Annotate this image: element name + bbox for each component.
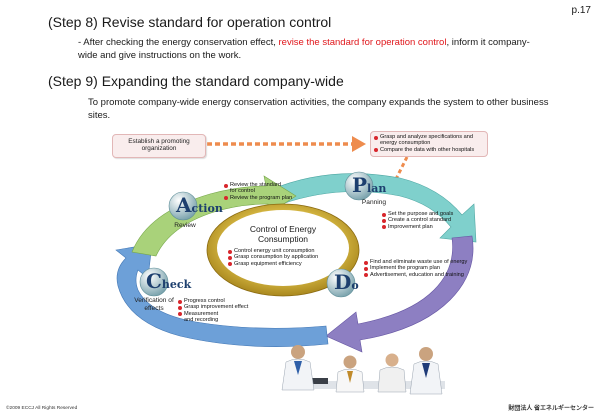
copyright-text: ©2009 ECCJ All Rights Reserved — [6, 406, 78, 411]
analysis-item: Grasp and analyze specifications and ene… — [374, 134, 484, 147]
check-bullet: Grasp improvement effect — [178, 304, 248, 310]
check-bullet: Progress control — [178, 298, 248, 304]
do-initial: D — [334, 270, 352, 294]
plan-rest: lan — [367, 182, 387, 195]
action-ball-icon — [168, 191, 198, 221]
plan-heading: Plan — [352, 173, 386, 197]
plan-bullet: Create a control standard — [382, 217, 453, 223]
promoting-organization-box: Establish a promoting organization — [112, 134, 206, 158]
action-heading: Action — [176, 193, 223, 217]
check-initial: C — [146, 269, 162, 293]
plan-label: Panning — [361, 199, 387, 206]
check-bullet: Measurement and recording — [178, 311, 226, 324]
do-bullet: Implement the program plan — [364, 265, 467, 271]
business-people-illustration — [281, 345, 445, 395]
action-bullet-list: Review the standard for control Review t… — [224, 182, 292, 201]
step8-heading: (Step 8) Revise standard for operation c… — [48, 14, 332, 30]
do-rest: o — [351, 279, 359, 292]
step8-highlight: revise the standard for operation contro… — [278, 37, 447, 48]
center-bullet: Control energy unit consumption — [228, 248, 340, 254]
do-heading: Do — [334, 270, 359, 294]
do-bullet: Find and eliminate waste use of energy — [364, 259, 467, 265]
check-rest: heck — [161, 278, 192, 291]
do-ball-icon — [326, 268, 356, 298]
analysis-box: Grasp and analyze specifications and ene… — [370, 131, 488, 157]
step8-body-tail: , inform it company-wide and give instru… — [78, 37, 530, 61]
step8-body-text: - After checking the energy conservation… — [78, 37, 279, 48]
page-number: p.17 — [571, 5, 591, 16]
eccj-logo: 財団法人 省エネルギーセンター — [508, 406, 594, 412]
plan-bullet-list: Set the purpose and goals Create a contr… — [382, 211, 453, 230]
center-bullet: Grasp consumption by application — [228, 254, 340, 260]
check-label: Verification of effects — [134, 297, 174, 312]
step8-body: - After checking the energy conservation… — [78, 37, 548, 62]
action-bullet: Review the standard for control — [224, 182, 286, 195]
do-bullet-list: Find and eliminate waste use of energy I… — [364, 259, 467, 278]
do-arc — [325, 235, 474, 353]
step9-body: To promote company-wide energy conservat… — [88, 97, 549, 121]
center-bullet-list: Control energy unit consumption Grasp co… — [228, 248, 340, 267]
do-label: Improvement — [337, 298, 377, 305]
check-heading: Check — [146, 269, 191, 293]
check-bullet-list: Progress control Grasp improvement effec… — [178, 298, 248, 323]
step9-heading: (Step 9) Expanding the standard company-… — [48, 73, 344, 89]
action-rest: ction — [191, 202, 223, 215]
center-title: Control of Energy Consumption — [249, 224, 317, 244]
promoting-organization-label: Establish a promoting organization — [128, 138, 190, 153]
plan-ball-icon — [344, 171, 374, 201]
check-ball-icon — [139, 267, 169, 297]
action-initial: A — [176, 193, 192, 217]
plan-bullet: Improvement plan — [382, 224, 453, 230]
center-bullet: Grasp equipment efficiency — [228, 261, 340, 267]
plan-initial: P — [352, 173, 368, 197]
action-bullet: Review the program plan — [224, 195, 292, 201]
plan-bullet: Set the purpose and goals — [382, 211, 453, 217]
analysis-item: Compare the data with other hospitals — [374, 147, 484, 153]
do-bullet: Advertisement, education and training — [364, 272, 467, 278]
action-label: Review — [174, 222, 196, 229]
expansion-arrow — [207, 136, 366, 152]
